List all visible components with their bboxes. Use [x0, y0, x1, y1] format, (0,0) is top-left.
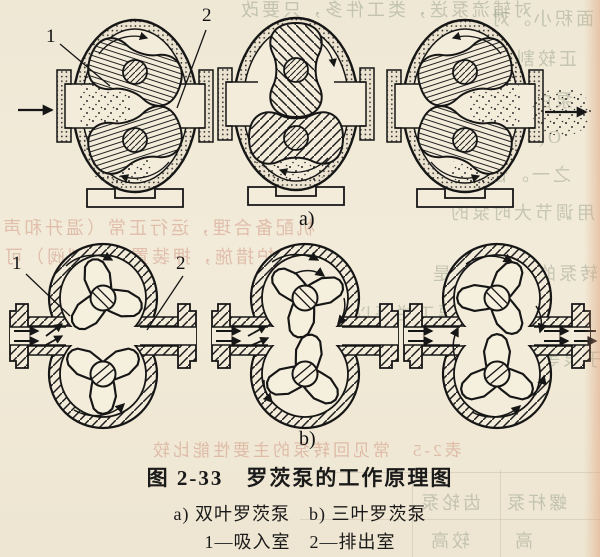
label-leader-line: [176, 29, 207, 109]
rotation-arrow: [319, 41, 337, 68]
flow-arrows: [408, 253, 570, 418]
rotation-arrow: [278, 157, 329, 177]
label-leader-line: [146, 275, 184, 331]
row-label-b: b): [299, 428, 316, 450]
bleed-through-table-line: [300, 519, 600, 520]
two-lobe-pump-stage-2: [217, 16, 375, 206]
rotation-arrow: [98, 31, 149, 55]
row-label-a: a): [299, 208, 315, 230]
figure-caption: 图 2-33 罗茨泵的工作原理图: [146, 466, 454, 490]
bleed-through-table-line: [412, 470, 413, 557]
two-lobe-pump-stage-1: [56, 18, 214, 208]
outlet-flow-arrow: [574, 330, 596, 341]
rotation-arrow: [430, 161, 481, 183]
two-lobe-pump-stage-3: [386, 18, 544, 208]
part-label-1-top: 1: [46, 26, 56, 47]
figure-subcaption: a) 双叶罗茨泵 b) 三叶罗茨泵: [173, 504, 427, 524]
flow-arrows: [216, 251, 348, 404]
label-leader-line: [59, 43, 111, 87]
rotation-arrow: [119, 161, 170, 183]
flow-arrows: [14, 251, 126, 417]
three-lobe-pump-stage-2: [211, 242, 399, 430]
bleed-through-table-line: [500, 470, 501, 557]
label-leader-line: [25, 273, 71, 317]
part-label-1-bottom: 1: [12, 253, 22, 274]
figure-legend: 1—吸入室 2—排出室: [204, 532, 396, 552]
part-label-2-top: 2: [202, 5, 212, 26]
rotation-arrow: [451, 31, 502, 55]
bleed-through-table-line: [330, 472, 600, 473]
three-lobe-pump-stage-1: [9, 242, 197, 430]
part-label-2-bottom: 2: [176, 253, 186, 274]
